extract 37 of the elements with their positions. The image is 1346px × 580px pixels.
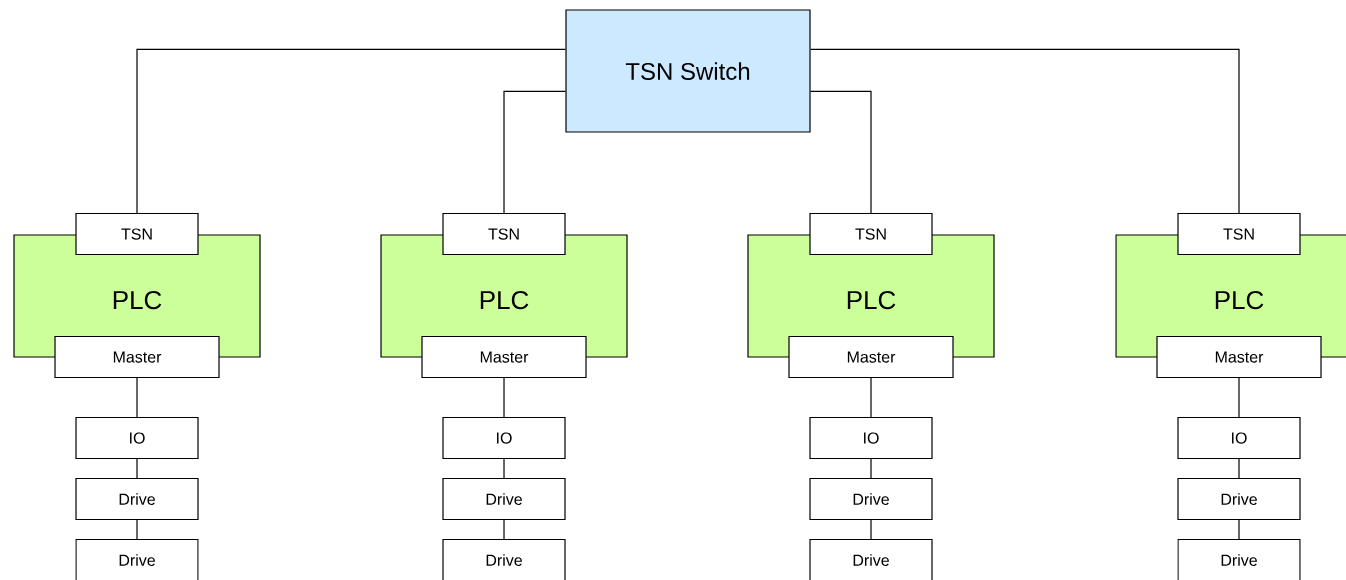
device-box: Drive: [75, 477, 199, 521]
port-box: TSN: [442, 212, 566, 256]
device-box: Drive: [1177, 538, 1301, 580]
connector-line: [503, 519, 505, 540]
device-box: IO: [809, 416, 933, 460]
device-box: Drive: [75, 538, 199, 580]
connector-line: [136, 377, 138, 418]
connector-line: [136, 48, 566, 214]
connector-line: [136, 458, 138, 479]
switch-box: TSN Switch: [565, 9, 811, 133]
port-box: TSN: [809, 212, 933, 256]
connector-line: [503, 90, 566, 214]
connector-line: [136, 519, 138, 540]
connector-line: [870, 377, 872, 418]
connector-line: [503, 458, 505, 479]
device-box: IO: [442, 416, 566, 460]
connector-line: [870, 458, 872, 479]
connector-line: [810, 48, 1240, 214]
connector-line: [1238, 458, 1240, 479]
device-box: Drive: [1177, 477, 1301, 521]
port-box: Master: [788, 335, 954, 379]
device-box: Drive: [809, 538, 933, 580]
device-box: IO: [1177, 416, 1301, 460]
connector-line: [870, 519, 872, 540]
port-box: TSN: [1177, 212, 1301, 256]
device-box: Drive: [442, 538, 566, 580]
device-box: IO: [75, 416, 199, 460]
connector-line: [503, 377, 505, 418]
port-box: TSN: [75, 212, 199, 256]
connector-line: [1238, 519, 1240, 540]
port-box: Master: [1156, 335, 1322, 379]
port-box: Master: [54, 335, 220, 379]
connector-line: [1238, 377, 1240, 418]
connector-line: [810, 90, 872, 214]
port-box: Master: [421, 335, 587, 379]
device-box: Drive: [442, 477, 566, 521]
device-box: Drive: [809, 477, 933, 521]
